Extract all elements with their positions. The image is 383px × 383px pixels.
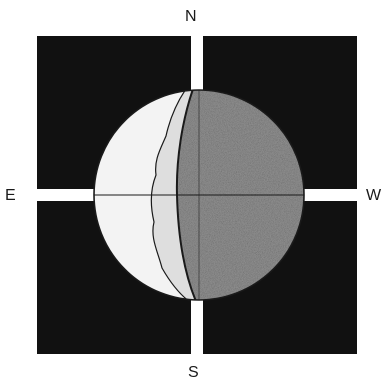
compass-west: W: [366, 188, 381, 204]
compass-north: N: [185, 9, 197, 25]
compass-east: E: [5, 188, 16, 204]
compass-south: S: [188, 365, 199, 381]
